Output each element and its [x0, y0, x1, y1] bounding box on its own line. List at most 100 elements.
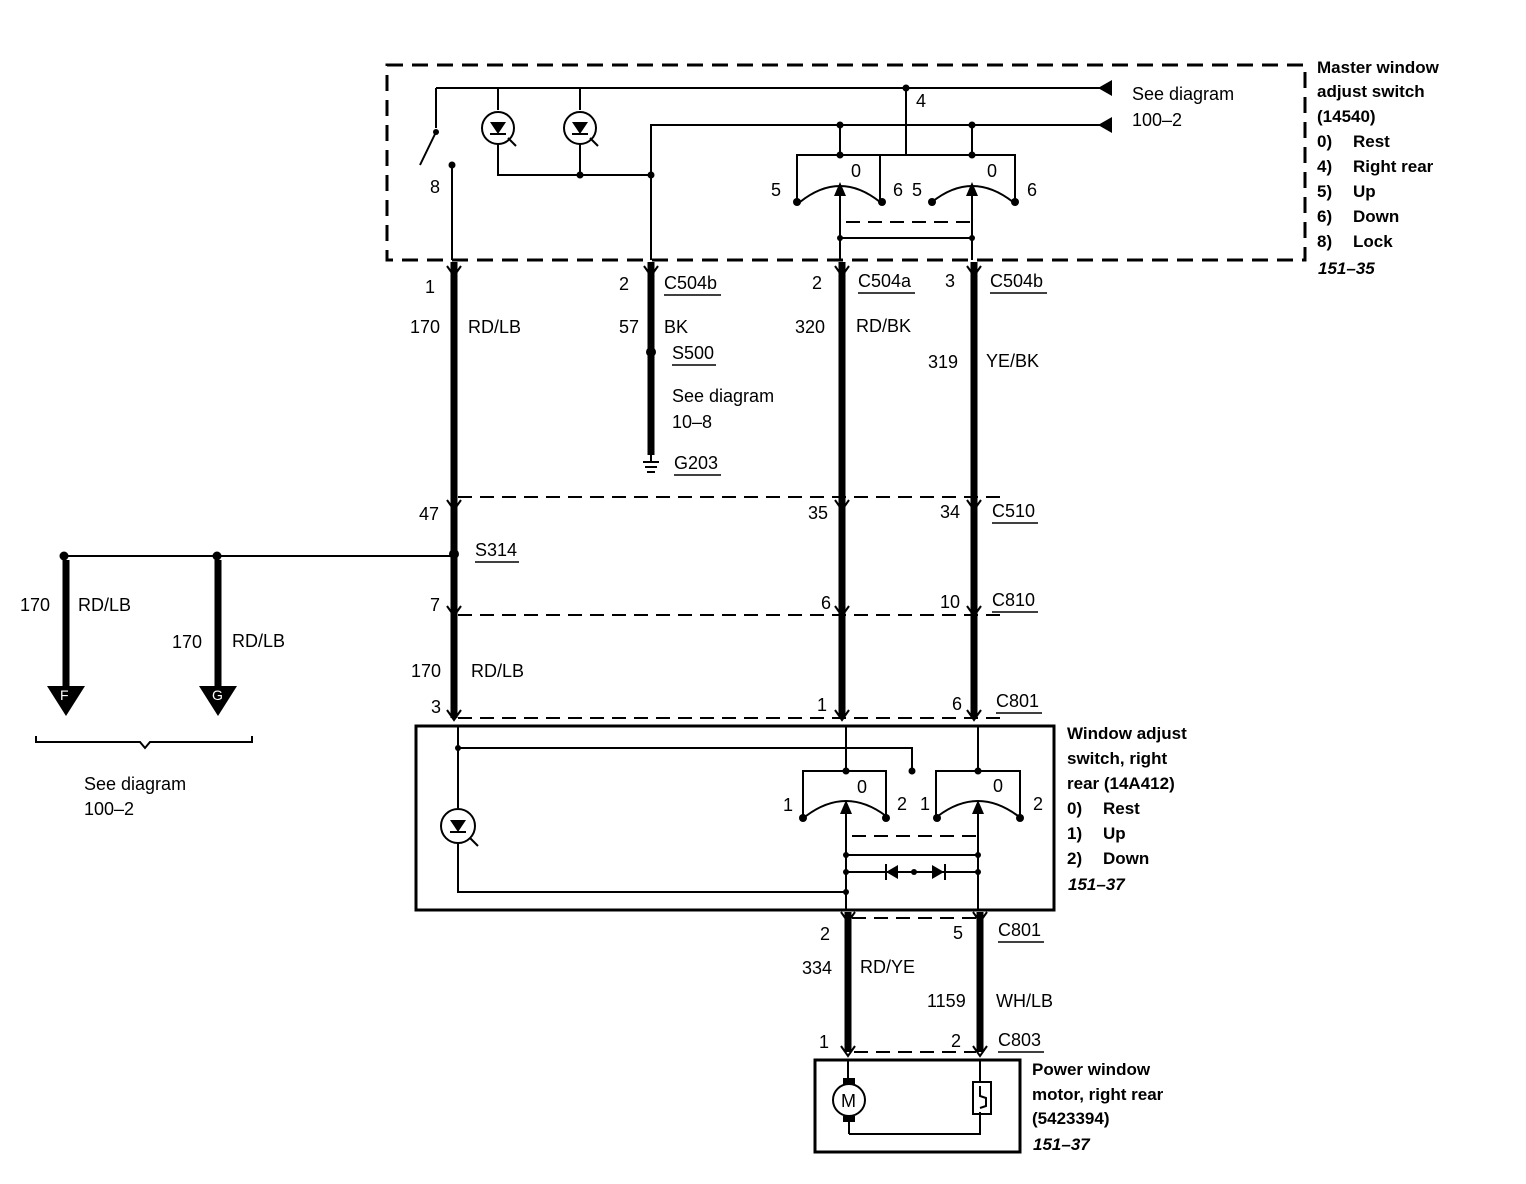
svg-text:adjust switch: adjust switch — [1317, 82, 1425, 101]
splice-s500 — [646, 347, 656, 357]
pin-label: 5 — [912, 180, 922, 200]
svg-text:Rest: Rest — [1103, 799, 1140, 818]
splice-label-s314: S314 — [475, 540, 517, 560]
indicator-led-icon — [481, 111, 517, 147]
wire-color: RD/LB — [468, 317, 521, 337]
connector-c803-pins — [840, 1045, 988, 1058]
off-page-connector-g-icon — [199, 686, 237, 716]
svg-text:8): 8) — [1317, 232, 1332, 251]
pin-label: 47 — [419, 504, 439, 524]
master-switch-housing — [385, 63, 1307, 262]
pin-label: 4 — [916, 91, 926, 111]
wire-color: YE/BK — [986, 351, 1039, 371]
connector-label-c504b: C504b — [990, 271, 1043, 291]
wire-circuit: 320 — [795, 317, 825, 337]
pin-label: 5 — [771, 180, 781, 200]
pin-label: 1 — [920, 794, 930, 814]
svg-text:(5423394): (5423394) — [1032, 1109, 1110, 1128]
svg-text:Down: Down — [1103, 849, 1149, 868]
svg-text:4): 4) — [1317, 157, 1332, 176]
rr-switch-title: Window adjust switch, right rear (14A412… — [1067, 724, 1187, 894]
ground-icon — [643, 455, 659, 473]
svg-text:Right rear: Right rear — [1353, 157, 1434, 176]
wire-color: RD/LB — [471, 661, 524, 681]
off-page-connector-f-icon — [47, 686, 85, 716]
svg-text:151–37: 151–37 — [1068, 875, 1126, 894]
pin-label: 1 — [425, 277, 435, 297]
svg-text:M: M — [841, 1091, 856, 1111]
wire-circuit: 319 — [928, 352, 958, 372]
wire-circuit: 57 — [619, 317, 639, 337]
rr-switch-contact-a — [799, 726, 890, 910]
bracket-icon — [35, 736, 253, 750]
wire-color: RD/LB — [78, 595, 131, 615]
svg-text:6): 6) — [1317, 207, 1332, 226]
svg-text:Lock: Lock — [1353, 232, 1393, 251]
motor-housing — [813, 1058, 1022, 1154]
splice-s314 — [449, 549, 459, 559]
connector-label-c801: C801 — [996, 691, 1039, 711]
connector-c810-pins — [446, 605, 982, 618]
pin-label: 8 — [430, 177, 440, 197]
svg-text:Window adjust: Window adjust — [1067, 724, 1187, 743]
see-diagram-text: See diagram — [672, 386, 774, 406]
pin-label: 2 — [951, 1031, 961, 1051]
svg-text:rear (14A412): rear (14A412) — [1067, 774, 1175, 793]
wire-color: RD/BK — [856, 316, 911, 336]
see-diagram-text: See diagram — [1132, 84, 1234, 104]
circuit-breaker-icon — [972, 1081, 992, 1115]
pin-label: 0 — [993, 776, 1003, 796]
wire-color: WH/LB — [996, 991, 1053, 1011]
see-diagram-ref: 10–8 — [672, 412, 712, 432]
wire-circuit: 170 — [172, 632, 202, 652]
svg-text:1): 1) — [1067, 824, 1082, 843]
pin-label: 6 — [821, 593, 831, 613]
svg-text:151–37: 151–37 — [1033, 1135, 1091, 1154]
pin-label: 7 — [430, 595, 440, 615]
master-switch-contact-b — [879, 121, 1019, 260]
pin-label: 34 — [940, 502, 960, 522]
pin-label: 3 — [431, 697, 441, 717]
pin-label: 6 — [952, 694, 962, 714]
connector-c504-pins — [446, 265, 982, 278]
wire-circuit: 170 — [411, 661, 441, 681]
see-diagram-ref: 100–2 — [84, 799, 134, 819]
wire-color: BK — [664, 317, 688, 337]
off-page-label-f: F — [60, 687, 69, 703]
pin-label: 2 — [820, 924, 830, 944]
svg-text:switch, right: switch, right — [1067, 749, 1167, 768]
pin-label: 1 — [817, 695, 827, 715]
svg-text:0): 0) — [1317, 132, 1332, 151]
svg-text:5): 5) — [1317, 182, 1332, 201]
motor-icon: M — [832, 1078, 866, 1122]
ground-label-g203: G203 — [674, 453, 718, 473]
pin-label: 0 — [987, 161, 997, 181]
svg-text:0): 0) — [1067, 799, 1082, 818]
pin-label: 2 — [812, 273, 822, 293]
wire-circuit: 170 — [410, 317, 440, 337]
arrow-left-icon — [1098, 117, 1112, 133]
connector-label-c504b: C504b — [664, 273, 717, 293]
pin-label: 1 — [819, 1032, 829, 1052]
wire-color: RD/LB — [232, 631, 285, 651]
svg-text:2): 2) — [1067, 849, 1082, 868]
connector-label-c810: C810 — [992, 590, 1035, 610]
pin-label: 6 — [893, 180, 903, 200]
pin-label: 1 — [783, 795, 793, 815]
connector-label-c510: C510 — [992, 501, 1035, 521]
svg-text:Up: Up — [1103, 824, 1126, 843]
connector-c510-pins — [446, 499, 982, 512]
svg-text:Power window: Power window — [1032, 1060, 1151, 1079]
wire-circuit: 170 — [20, 595, 50, 615]
pin-label: 0 — [851, 161, 861, 181]
wire-color: RD/YE — [860, 957, 915, 977]
svg-text:Up: Up — [1353, 182, 1376, 201]
indicator-led-icon — [440, 808, 479, 847]
svg-text:Down: Down — [1353, 207, 1399, 226]
pin-label: 2 — [619, 274, 629, 294]
master-switch-title: Master window adjust switch (14540) 0) R… — [1317, 58, 1440, 278]
pin-label: 0 — [857, 777, 867, 797]
lock-switch — [419, 88, 456, 169]
svg-text:Master window: Master window — [1317, 58, 1440, 77]
